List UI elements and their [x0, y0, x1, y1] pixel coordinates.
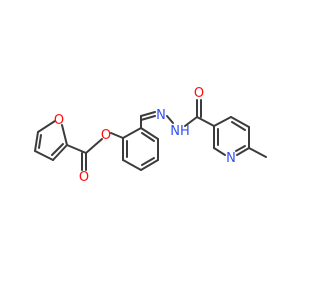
bond-esterO-benzene — [110, 132, 124, 139]
bond-c2-c3-inner — [51, 143, 64, 156]
bond-c4-c5-inner — [38, 134, 42, 149]
structure-diagram: O O O O N NH N — [34, 86, 267, 185]
bond-c2-c3 — [52, 144, 68, 161]
bond-c3-c4 — [34, 150, 54, 161]
bond-p1-p2 — [213, 116, 232, 127]
bond-carbonyl-esterO — [85, 138, 103, 154]
bond-b4-b5 — [140, 159, 159, 171]
bond-b1-b2 — [122, 127, 142, 139]
bond-p4-N-inner — [235, 145, 246, 152]
bond-CH-N-a — [140, 111, 156, 117]
bond-carbonyl-pyridine — [196, 116, 215, 127]
bond-b2-b3 — [140, 127, 159, 140]
furan-ring — [34, 120, 68, 161]
bond-b4-b5-inner — [141, 157, 155, 166]
bond-N-p6 — [213, 147, 226, 156]
atom-amide-oxygen: O — [194, 86, 204, 101]
bond-p2-p3-inner — [231, 121, 246, 131]
pyridine-ring — [213, 116, 267, 158]
bond-b5-b6 — [122, 159, 142, 171]
atom-furan-oxygen: O — [54, 113, 64, 128]
atom-ester-carbonyl-oxygen: O — [79, 170, 89, 185]
bond-CH-N-b — [140, 115, 156, 121]
hydrazone-chain — [140, 111, 174, 129]
bond-furan-carbonyl — [66, 144, 87, 154]
bond-c4-c5 — [34, 131, 39, 152]
atom-imine-nitrogen: N — [156, 108, 166, 123]
bond-b2-b3-inner — [141, 132, 155, 142]
bond-p2-p3 — [230, 116, 250, 128]
benzene-ring — [122, 127, 159, 171]
ester-group — [66, 132, 124, 171]
bond-methyl — [248, 147, 267, 158]
bond-NH-carbonyl — [184, 116, 198, 127]
molecule-canvas: O O O O N NH N — [34, 86, 267, 185]
atom-pyridine-nitrogen: N — [226, 151, 236, 166]
bond-p4-N — [236, 147, 250, 156]
atom-amide-nitrogen: NH — [170, 124, 190, 139]
atom-ester-oxygen: O — [101, 128, 111, 143]
bond-furanO-c5 — [37, 120, 56, 133]
bond-furanO-c2 — [61, 124, 68, 146]
atom-labels: O O O O N NH N — [54, 86, 236, 185]
amide-group — [184, 99, 215, 127]
bond-N-NH — [166, 115, 174, 124]
